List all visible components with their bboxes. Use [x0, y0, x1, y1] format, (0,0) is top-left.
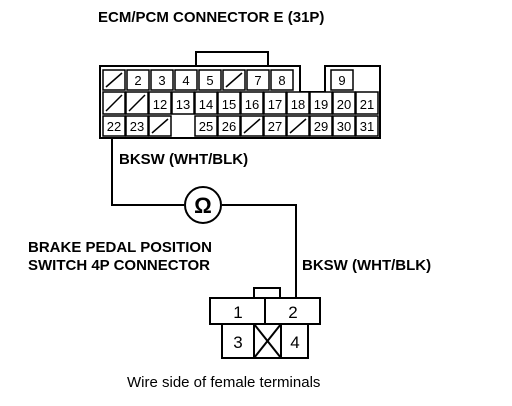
ecm-pin-r1-2: 3 — [158, 73, 165, 88]
switch-connector-title-1: BRAKE PEDAL POSITION — [28, 239, 212, 256]
ecm-pin-r3-5-unused-slash — [243, 118, 261, 134]
switch-connector: 1 2 3 4 — [209, 287, 321, 359]
ecm-pin-r2-9-cell — [309, 91, 333, 115]
ecm-pin-r2-11-cell — [355, 91, 379, 115]
switch-pin-1: 1 — [233, 303, 242, 322]
ecm-pin-r2-7: 17 — [268, 97, 282, 112]
ecm-pin-r3-6-cell — [263, 115, 287, 137]
ecm-pin-r1-6-cell — [246, 69, 270, 91]
switch-pin-2: 2 — [288, 303, 297, 322]
ecm-pin-r3-1: 23 — [130, 119, 144, 134]
ecm-pin-r2-2-cell — [148, 91, 172, 115]
switch-pin-3: 3 — [233, 333, 242, 352]
ecm-pin-r3-4: 26 — [222, 119, 236, 134]
switch-wire-label: BKSW (WHT/BLK) — [302, 257, 431, 274]
ecm-pin-r2-2: 12 — [153, 97, 167, 112]
ecm-pin-r1-4-cell — [198, 69, 222, 91]
ecm-wire-label: BKSW (WHT/BLK) — [119, 151, 248, 168]
ecm-pin-r1-8-cell — [270, 69, 294, 91]
ecm-pin-r2-3-cell — [171, 91, 195, 115]
ecm-pin-r3-0-cell — [102, 115, 126, 137]
ecm-pin-r2-8-cell — [286, 91, 310, 115]
ecm-pin-r2-0-unused-slash — [105, 94, 123, 112]
ecm-pin-r3-1-cell — [125, 115, 149, 137]
ecm-pin-r2-10-cell — [332, 91, 356, 115]
ecm-key-tab — [195, 51, 269, 67]
switch-connector-title-2: SWITCH 4P CONNECTOR — [28, 257, 210, 274]
ecm-pin-r3-10: 31 — [360, 119, 374, 134]
ecm-pin-r2-5-cell — [217, 91, 241, 115]
ecm-pin-r1-1: 2 — [134, 73, 141, 88]
ecm-connector-title: ECM/PCM CONNECTOR E (31P) — [98, 9, 324, 26]
ecm-pin-r2-3: 13 — [176, 97, 190, 112]
ecm-pin-r3-2-unused-slash — [151, 118, 169, 134]
ecm-pin-r3-10-cell — [355, 115, 379, 137]
ecm-pin-r2-6: 16 — [245, 97, 259, 112]
ecm-pin-r1-2-cell — [150, 69, 174, 91]
ecm-pin-r1-4: 5 — [206, 73, 213, 88]
switch-bottom-row — [221, 323, 309, 359]
wire-ecm-segment — [111, 138, 184, 206]
ecm-pin-r1-3-cell — [174, 69, 198, 91]
ecm-pin-r3-0: 22 — [107, 119, 121, 134]
ecm-pin-r1-8: 8 — [278, 73, 285, 88]
ecm-pin-r3-8: 29 — [314, 119, 328, 134]
ecm-pin-r1-0-unused-slash — [105, 72, 123, 88]
ecm-pin-r3-3: 25 — [199, 119, 213, 134]
ecm-pin-r1-6: 7 — [254, 73, 261, 88]
ecm-pin-r3-4-cell — [217, 115, 241, 137]
ecm-pin-r2-4: 14 — [199, 97, 213, 112]
switch-key-tab — [253, 287, 281, 299]
wire-switch-segment — [222, 204, 297, 298]
ohm-symbol: Ω — [194, 193, 212, 218]
ecm-pin-r1-5-unused-slash — [225, 72, 243, 88]
ecm-pin-r1-9-cell — [330, 69, 354, 91]
ecm-pin-r3-7-unused-slash — [289, 118, 307, 134]
switch-pin-4: 4 — [290, 333, 299, 352]
ecm-pin-r2-5: 15 — [222, 97, 236, 112]
ecm-pin-r3-3-cell — [194, 115, 218, 137]
ecm-pin-r3-6: 27 — [268, 119, 282, 134]
ecm-pin-r2-1-unused-slash — [128, 94, 146, 112]
ecm-pin-r2-11: 21 — [360, 97, 374, 112]
caption: Wire side of female terminals — [127, 374, 320, 391]
ecm-pin-r2-7-cell — [263, 91, 287, 115]
ecm-pin-r1-1-cell — [126, 69, 150, 91]
ecm-pin-r2-4-cell — [194, 91, 218, 115]
test-wire — [111, 138, 297, 298]
ecm-pin-r3-8-cell — [309, 115, 333, 137]
ecm-pin-r1-9: 9 — [338, 73, 345, 88]
ecm-pin-r3-9: 30 — [337, 119, 351, 134]
ecm-pin-r2-10: 20 — [337, 97, 351, 112]
ecm-pin-r2-9: 19 — [314, 97, 328, 112]
ecm-pin-r2-8: 18 — [291, 97, 305, 112]
ecm-pin-r1-3: 4 — [182, 73, 189, 88]
ecm-pin-r2-6-cell — [240, 91, 264, 115]
ohmmeter-icon: Ω — [184, 186, 222, 224]
ecm-pin-r3-9-cell — [332, 115, 356, 137]
